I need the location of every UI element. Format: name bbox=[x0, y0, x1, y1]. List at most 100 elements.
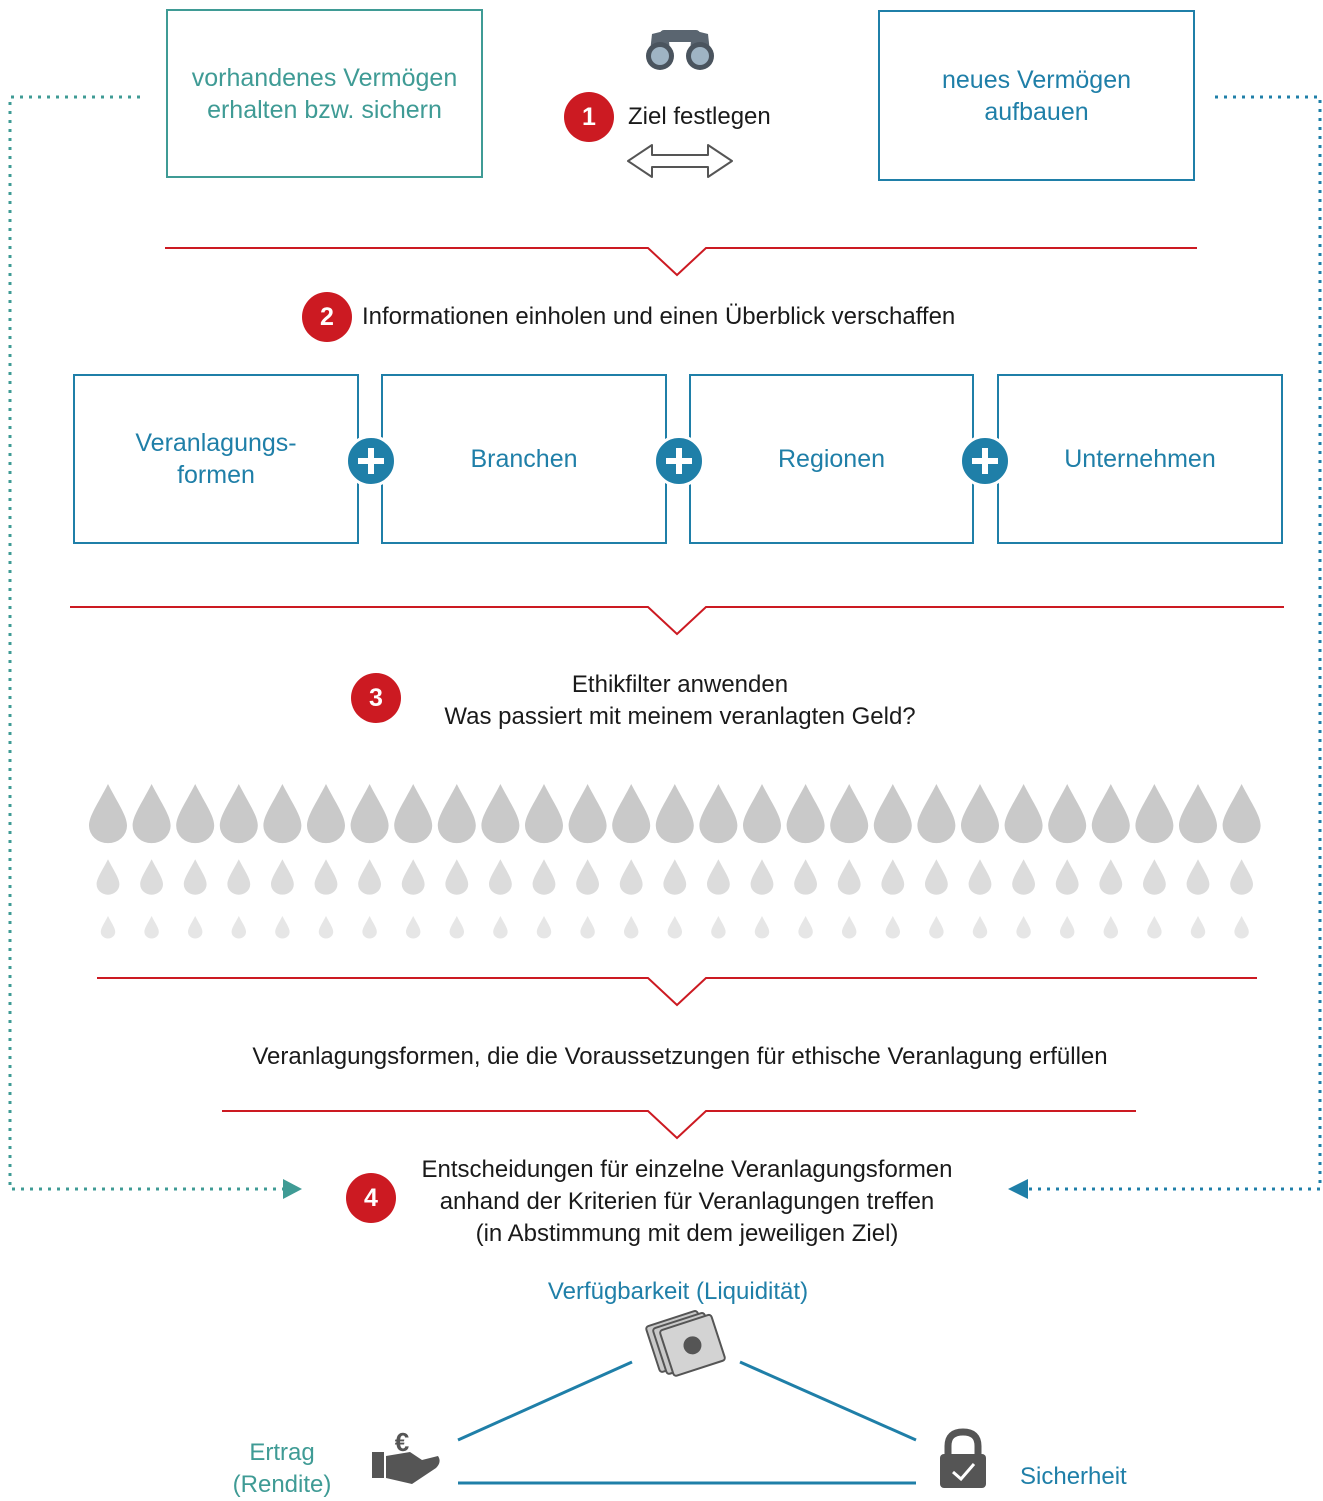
droplet-icon bbox=[1230, 859, 1253, 895]
droplet-icon bbox=[929, 915, 944, 939]
droplet-icon bbox=[1048, 784, 1087, 844]
droplet-icon bbox=[1012, 859, 1035, 895]
criterion-return-line2: (Rendite) bbox=[232, 1471, 332, 1498]
droplet-icon bbox=[830, 784, 869, 844]
droplet-icon bbox=[1055, 859, 1079, 895]
droplet-icon bbox=[794, 859, 817, 895]
double-arrow-icon bbox=[627, 144, 733, 178]
droplet-icon bbox=[881, 859, 905, 895]
criterion-return: Ertrag (Rendite) bbox=[202, 1437, 362, 1501]
goal-box-build: neues Vermögen aufbauen bbox=[878, 10, 1195, 181]
droplet-icon bbox=[576, 859, 599, 895]
droplet-icon bbox=[1059, 915, 1075, 939]
droplet-icon bbox=[532, 859, 556, 895]
droplet-icon bbox=[219, 784, 258, 844]
droplet-icon bbox=[536, 915, 552, 939]
droplet-icon bbox=[972, 915, 988, 939]
info-box-industries: Branchen bbox=[381, 374, 667, 544]
droplet-icon bbox=[750, 859, 774, 895]
droplet-icon bbox=[176, 784, 215, 844]
droplet-icon bbox=[1099, 859, 1123, 895]
criterion-security: Sicherheit bbox=[1020, 1463, 1127, 1490]
droplet-icon bbox=[445, 859, 469, 895]
lock-check-icon bbox=[940, 1428, 986, 1488]
droplet-icon bbox=[405, 915, 421, 939]
droplet-icon bbox=[140, 859, 163, 895]
divider-3 bbox=[97, 977, 1257, 1007]
step-2-text: Informationen einholen und einen Überbli… bbox=[362, 303, 956, 330]
divider-1 bbox=[165, 247, 1197, 277]
droplet-icon bbox=[227, 859, 251, 895]
info-box-1-line1: Veranlagungs- bbox=[135, 429, 297, 457]
droplet-icon bbox=[183, 859, 207, 895]
step-4-text: Entscheidungen für einzelne Veranlagungs… bbox=[387, 1154, 987, 1250]
droplet-icon bbox=[449, 915, 465, 939]
droplet-icon bbox=[707, 859, 730, 895]
droplet-icon bbox=[841, 915, 857, 939]
droplet-icon bbox=[837, 859, 861, 895]
droplet-icon bbox=[144, 915, 159, 939]
step-3-badge: 3 bbox=[351, 673, 401, 723]
binoculars-icon bbox=[646, 30, 714, 70]
droplet-icon bbox=[619, 859, 643, 895]
right-loop-arrowhead bbox=[1008, 1179, 1028, 1199]
droplet-icon bbox=[275, 915, 290, 939]
droplet-icon bbox=[481, 784, 520, 844]
droplet-icon bbox=[655, 784, 694, 844]
info-box-companies: Unternehmen bbox=[997, 374, 1283, 544]
droplet-icon bbox=[437, 784, 476, 844]
divider-4 bbox=[222, 1110, 1136, 1140]
droplet-icon bbox=[132, 784, 171, 844]
droplet-icon bbox=[1147, 915, 1162, 939]
droplet-icon bbox=[873, 784, 912, 844]
goal-box-preserve: vorhandenes Vermögen erhalten bzw. siche… bbox=[166, 9, 483, 178]
droplet-icon bbox=[711, 915, 726, 939]
droplet-icon bbox=[917, 784, 956, 844]
step-4-line1: Entscheidungen für einzelne Veranlagungs… bbox=[421, 1156, 953, 1183]
droplet-icon bbox=[924, 859, 948, 895]
goal-build-label: neues Vermögen aufbauen bbox=[941, 65, 1132, 126]
right-feedback-loop bbox=[1028, 95, 1322, 1191]
droplet-icon bbox=[89, 784, 127, 844]
droplet-icon bbox=[1135, 784, 1174, 844]
criterion-return-line1: Ertrag bbox=[249, 1439, 315, 1466]
step-3-line1: Ethikfilter anwenden bbox=[571, 671, 789, 698]
step-4-badge: 4 bbox=[346, 1173, 396, 1223]
droplet-icon bbox=[786, 784, 825, 844]
filter-result-text: Veranlagungsformen, die die Voraussetzun… bbox=[252, 1043, 1108, 1070]
droplet-icon bbox=[1103, 915, 1119, 939]
droplet-rows bbox=[89, 784, 1261, 939]
step-2-badge: 2 bbox=[302, 292, 352, 342]
svg-text:€: € bbox=[395, 1427, 409, 1457]
droplet-icon bbox=[489, 859, 512, 895]
droplet-icon bbox=[394, 784, 433, 844]
step-3-text: Ethikfilter anwenden Was passiert mit me… bbox=[380, 669, 980, 733]
triangle-line-left bbox=[457, 1360, 633, 1442]
droplet-icon bbox=[1091, 784, 1130, 844]
criterion-liquidity: Verfügbarkeit (Liquidität) bbox=[547, 1278, 809, 1305]
info-box-regions: Regionen bbox=[689, 374, 974, 544]
droplet-icon bbox=[754, 915, 770, 939]
droplet-icon bbox=[525, 784, 563, 844]
money-icon bbox=[645, 1310, 726, 1377]
droplet-icon bbox=[1143, 859, 1166, 895]
droplet-icon bbox=[187, 915, 203, 939]
droplet-icon bbox=[1186, 859, 1210, 895]
droplet-icon bbox=[968, 859, 992, 895]
droplet-icon bbox=[401, 859, 425, 895]
droplet-icon bbox=[100, 915, 116, 939]
step-1-badge: 1 bbox=[564, 92, 614, 142]
droplet-icon bbox=[362, 915, 377, 939]
droplet-icon bbox=[663, 859, 687, 895]
droplet-icon bbox=[699, 784, 738, 844]
droplet-icon bbox=[667, 915, 683, 939]
step-1-text: Ziel festlegen bbox=[628, 103, 771, 130]
plus-icon bbox=[959, 435, 1011, 487]
droplet-icon bbox=[350, 784, 389, 844]
droplet-icon bbox=[885, 915, 901, 939]
step-3-line2: Was passiert mit meinem veranlagten Geld… bbox=[444, 703, 916, 730]
plus-icon bbox=[345, 435, 397, 487]
droplet-icon bbox=[623, 915, 639, 939]
droplet-icon bbox=[96, 859, 120, 895]
